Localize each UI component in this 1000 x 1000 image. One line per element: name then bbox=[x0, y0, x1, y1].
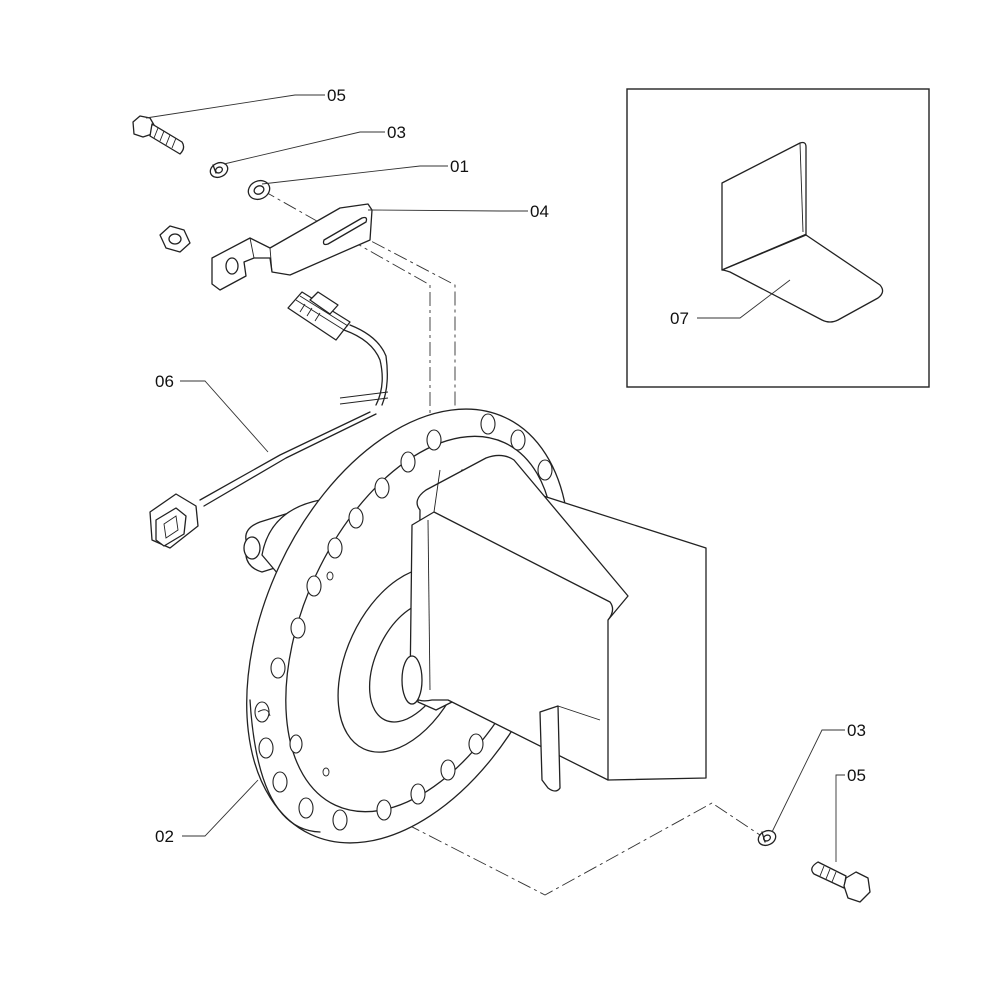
callout-04: 04 bbox=[530, 202, 549, 221]
inset-box bbox=[626, 88, 930, 388]
axle-housing bbox=[401, 454, 707, 792]
leader-lines bbox=[145, 94, 845, 862]
part-03-lock-washer-bottom bbox=[757, 829, 777, 847]
callout-07: 07 bbox=[670, 309, 689, 328]
part-06-speed-sensor bbox=[149, 291, 389, 549]
callout-05-top: 05 bbox=[327, 86, 346, 105]
part-05-bolt-bottom bbox=[811, 861, 871, 903]
part-05-bolt-top bbox=[132, 115, 185, 155]
callout-06: 06 bbox=[155, 372, 174, 391]
part-03-lock-washer-top bbox=[209, 161, 229, 179]
assembly-center-lines bbox=[261, 189, 761, 896]
callout-01: 01 bbox=[450, 157, 469, 176]
part-01-flat-washer bbox=[247, 179, 271, 201]
callout-05-bottom: 05 bbox=[847, 766, 866, 785]
hex-nut bbox=[159, 225, 191, 253]
part-07-angle-bracket bbox=[721, 141, 884, 323]
flange-bolt-holes bbox=[254, 413, 553, 831]
callout-03-top: 03 bbox=[387, 123, 406, 142]
callout-03-bottom: 03 bbox=[847, 721, 866, 740]
sensor-connector bbox=[149, 493, 199, 549]
callout-02: 02 bbox=[155, 827, 174, 846]
callout-labels: 05 03 01 04 06 07 02 03 05 bbox=[155, 86, 866, 846]
part-04-sensor-bracket bbox=[211, 203, 373, 291]
